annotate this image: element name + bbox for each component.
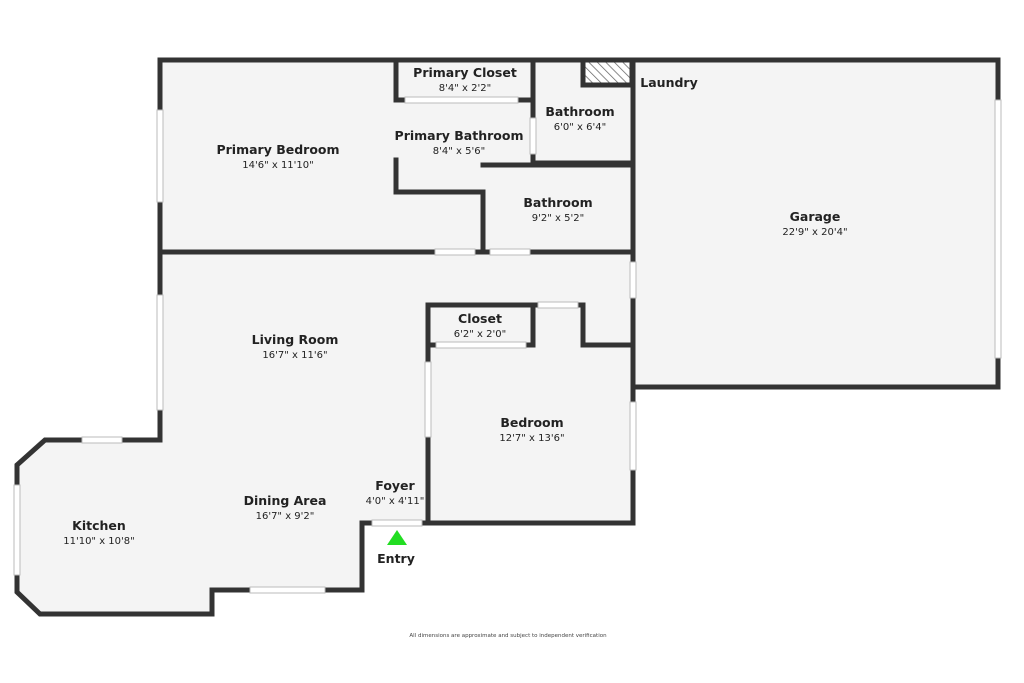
room-name: Dining Area — [244, 493, 327, 508]
room-name: Kitchen — [72, 518, 126, 533]
room-name: Bathroom — [523, 195, 592, 210]
disclaimer: All dimensions are approximate and subje… — [409, 633, 607, 639]
room-dims: 9'2" x 5'2" — [532, 213, 584, 224]
room-dims: 6'2" x 2'0" — [454, 329, 506, 340]
room-dims: 8'4" x 2'2" — [439, 83, 491, 94]
room-dims: 16'7" x 11'6" — [262, 350, 327, 361]
room-name: Garage — [790, 209, 841, 224]
room-name: Foyer — [375, 478, 415, 493]
room-name: Primary Bedroom — [216, 142, 339, 157]
room-name: Primary Closet — [413, 65, 517, 80]
room-dims: 8'4" x 5'6" — [433, 146, 485, 157]
room-name: Living Room — [252, 332, 339, 347]
room-dims: 11'10" x 10'8" — [63, 536, 135, 547]
room-dims: 14'6" x 11'10" — [242, 160, 314, 171]
chimney-hatch — [583, 61, 631, 85]
room-name: Closet — [458, 311, 502, 326]
room-dims: 4'0" x 4'11" — [366, 496, 425, 507]
room-dims: 22'9" x 20'4" — [782, 227, 847, 238]
room-name: Bedroom — [500, 415, 563, 430]
floor-area — [17, 60, 998, 614]
entry-label: Entry — [377, 551, 415, 566]
entry-marker-icon — [387, 530, 407, 545]
room-name: Bathroom — [545, 104, 614, 119]
room-name: Laundry — [640, 75, 697, 90]
room-dims: 6'0" x 6'4" — [554, 122, 606, 133]
room-name: Primary Bathroom — [395, 128, 524, 143]
openings — [13, 96, 1002, 594]
room-dims: 16'7" x 9'2" — [256, 511, 315, 522]
room-dims: 12'7" x 13'6" — [499, 433, 564, 444]
